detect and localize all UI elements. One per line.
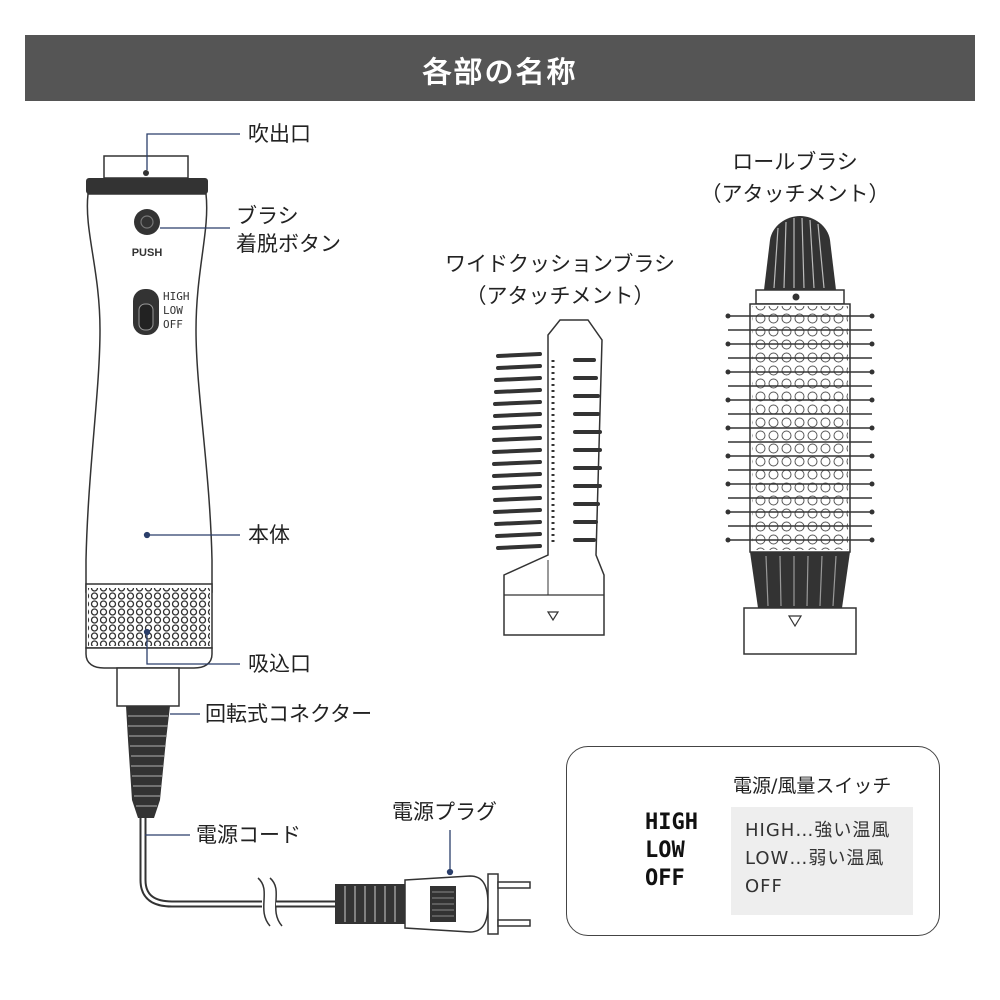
label-cord: 電源コード xyxy=(196,823,301,847)
leader-lines xyxy=(143,133,454,876)
header-bar: 各部の名称 xyxy=(25,35,975,101)
label-brush-release-1: ブラシ xyxy=(236,204,299,228)
label-brush-release-2: 着脱ボタン xyxy=(236,232,341,256)
power-plug xyxy=(335,873,531,935)
label-inlet: 吸込口 xyxy=(248,652,311,676)
outlet-ring xyxy=(86,178,208,194)
push-text: PUSH xyxy=(132,247,163,259)
switch-desc-off: OFF xyxy=(745,876,783,897)
switch-position-labels: HIGH LOW OFF xyxy=(645,809,698,893)
switch-desc-low: LOW…弱い温風 xyxy=(745,848,885,869)
label-roll-brush-note: （アタッチメント） xyxy=(700,182,890,206)
switch-panel-title: 電源/風量スイッチ xyxy=(733,775,892,797)
dryer-main-unit xyxy=(85,155,531,935)
body-switch-high: HIGH xyxy=(163,290,190,303)
body-switch-off: OFF xyxy=(163,318,183,331)
switch-info-panel: HIGH LOW OFF 電源/風量スイッチ HIGH…強い温風 LOW…弱い温… xyxy=(566,746,940,936)
roll-bristles xyxy=(728,315,872,541)
label-body: 本体 xyxy=(248,523,290,547)
switch-desc-high: HIGH…強い温風 xyxy=(745,820,891,841)
inlet-grill xyxy=(88,588,210,646)
body-switch-low: LOW xyxy=(163,304,183,317)
page-title: 各部の名称 xyxy=(422,55,578,89)
label-plug: 電源プラグ xyxy=(392,800,497,824)
roll-brush xyxy=(725,216,875,655)
switch-description-box: HIGH…強い温風 LOW…弱い温風 OFF xyxy=(731,807,913,915)
label-connector: 回転式コネクター xyxy=(205,702,373,726)
push-button xyxy=(134,209,160,235)
wide-cushion-brush xyxy=(492,319,605,636)
label-wide-brush: ワイドクッションブラシ xyxy=(445,252,675,276)
switch-position-high: HIGH xyxy=(645,810,698,835)
label-roll-brush: ロールブラシ xyxy=(732,150,858,174)
label-wide-brush-note: （アタッチメント） xyxy=(465,284,655,308)
swivel-connector xyxy=(116,667,180,707)
label-outlet: 吹出口 xyxy=(248,122,311,146)
strain-relief xyxy=(126,706,170,818)
switch-position-low: LOW xyxy=(645,838,685,863)
switch-position-off: OFF xyxy=(645,866,685,891)
